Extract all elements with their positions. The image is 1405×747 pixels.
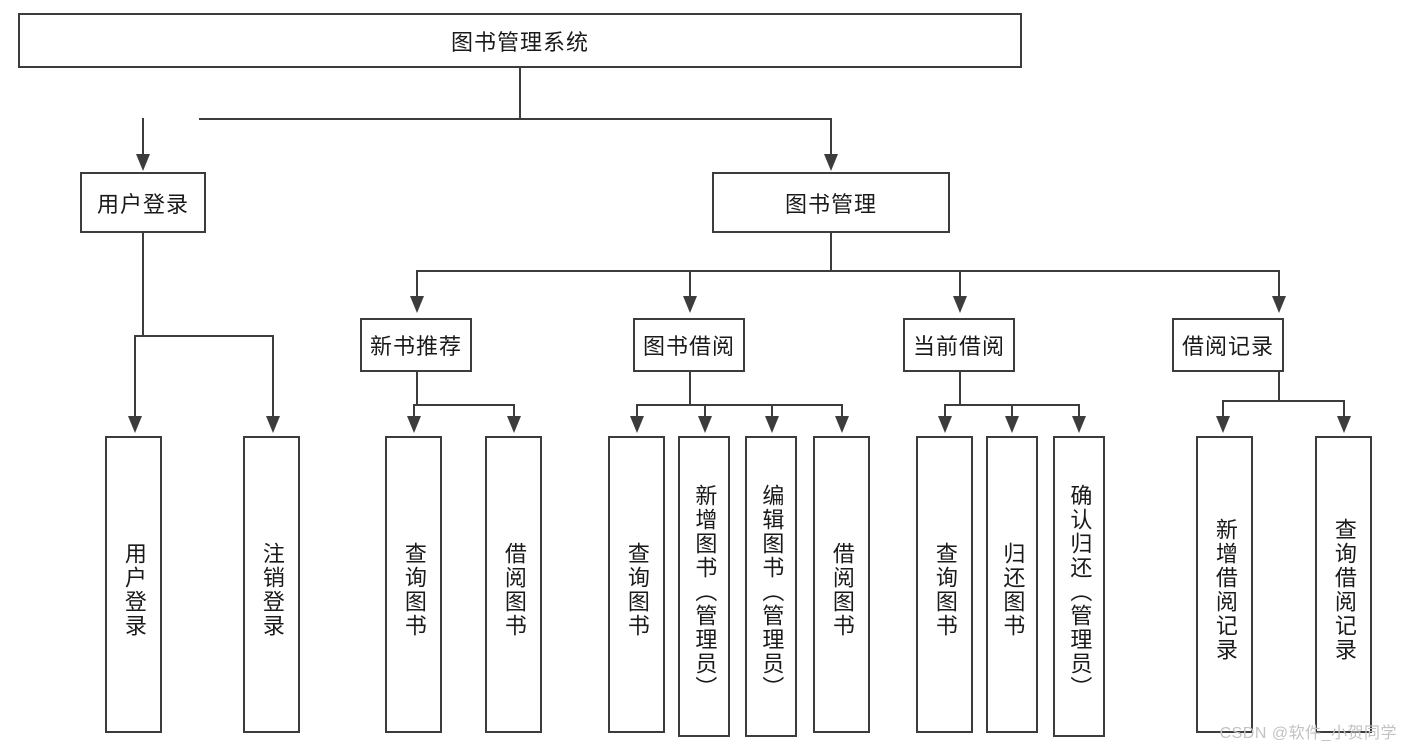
connector-br-drop-1 bbox=[1222, 400, 1224, 418]
node-leaf-add-book[interactable]: 新增图书（管理员） bbox=[678, 436, 730, 737]
arrowhead-leaf-borrow-book-1 bbox=[507, 416, 521, 433]
connector-root-elbow-left bbox=[199, 118, 201, 120]
connector-bb-drop-3 bbox=[771, 404, 773, 418]
node-label: 新书推荐 bbox=[369, 334, 462, 359]
node-leaf-add-record[interactable]: 新增借阅记录 bbox=[1196, 436, 1253, 733]
node-leaf-user-login[interactable]: 用户登录 bbox=[105, 436, 162, 733]
node-label: 归还图书 bbox=[1000, 541, 1026, 638]
node-label: 用户登录 bbox=[121, 541, 147, 638]
node-label: 新增图书（管理员） bbox=[692, 483, 718, 700]
connector-cb-drop-1 bbox=[944, 404, 946, 418]
arrowhead-book-management bbox=[824, 154, 838, 171]
csdn-watermark: CSDN @软件_小贺同学 bbox=[1219, 725, 1397, 742]
node-label: 用户登录 bbox=[96, 191, 189, 217]
connector-user-login-drop-1 bbox=[134, 335, 136, 419]
node-leaf-query-book-2[interactable]: 查询图书 bbox=[608, 436, 665, 733]
arrowhead-leaf-edit-book bbox=[765, 416, 779, 433]
arrowhead-leaf-add-record bbox=[1216, 416, 1230, 433]
connector-cb-stem bbox=[959, 372, 961, 404]
node-leaf-confirm-return[interactable]: 确认归还（管理员） bbox=[1053, 436, 1105, 737]
connector-user-login-drop-2 bbox=[272, 335, 274, 419]
arrowhead-book-borrow bbox=[683, 296, 697, 313]
arrowhead-leaf-query-record bbox=[1337, 416, 1351, 433]
node-label: 借阅记录 bbox=[1181, 334, 1274, 359]
connector-root-bus bbox=[199, 118, 831, 120]
connector-nbr-drop-1 bbox=[413, 404, 415, 418]
arrowhead-leaf-confirm-return bbox=[1072, 416, 1086, 433]
connector-bb-bus bbox=[636, 404, 842, 406]
node-new-book-recommend[interactable]: 新书推荐 bbox=[360, 318, 472, 372]
connector-bm-drop-3 bbox=[959, 270, 961, 298]
arrowhead-leaf-return-book bbox=[1005, 416, 1019, 433]
node-label: 查询借阅记录 bbox=[1331, 517, 1357, 662]
node-label: 查询图书 bbox=[932, 541, 958, 638]
arrowhead-leaf-user-login bbox=[128, 416, 142, 433]
arrowhead-user-login bbox=[136, 154, 150, 171]
connector-book-management-stem bbox=[830, 233, 832, 270]
node-leaf-edit-book[interactable]: 编辑图书（管理员） bbox=[745, 436, 797, 737]
node-leaf-borrow-book-1[interactable]: 借阅图书 bbox=[485, 436, 542, 733]
connector-bm-drop-4 bbox=[1278, 270, 1280, 298]
connector-bb-drop-2 bbox=[704, 404, 706, 418]
node-leaf-borrow-book-2[interactable]: 借阅图书 bbox=[813, 436, 870, 733]
arrowhead-leaf-query-book-1 bbox=[407, 416, 421, 433]
node-user-login[interactable]: 用户登录 bbox=[80, 172, 206, 233]
node-label: 借阅图书 bbox=[501, 541, 527, 638]
node-leaf-logout[interactable]: 注销登录 bbox=[243, 436, 300, 733]
connector-book-management-bus bbox=[416, 270, 1280, 272]
connector-bb-drop-4 bbox=[841, 404, 843, 418]
node-label: 查询图书 bbox=[624, 541, 650, 638]
connector-br-stem bbox=[1278, 372, 1280, 400]
node-label: 确认归还（管理员） bbox=[1067, 483, 1093, 700]
node-book-management[interactable]: 图书管理 bbox=[712, 172, 950, 233]
node-leaf-query-record[interactable]: 查询借阅记录 bbox=[1315, 436, 1372, 733]
node-label: 新增借阅记录 bbox=[1212, 517, 1238, 662]
arrowhead-leaf-add-book bbox=[698, 416, 712, 433]
arrowhead-current-borrow bbox=[953, 296, 967, 313]
node-label: 编辑图书（管理员） bbox=[759, 483, 785, 700]
arrowhead-leaf-query-book-2 bbox=[630, 416, 644, 433]
connector-cb-drop-2 bbox=[1011, 404, 1013, 418]
connector-nbr-drop-2 bbox=[513, 404, 515, 418]
arrowhead-leaf-borrow-book-2 bbox=[835, 416, 849, 433]
node-borrow-record[interactable]: 借阅记录 bbox=[1172, 318, 1284, 372]
node-current-borrow[interactable]: 当前借阅 bbox=[903, 318, 1015, 372]
arrowhead-borrow-record bbox=[1272, 296, 1286, 313]
connector-br-bus bbox=[1222, 400, 1344, 402]
node-label: 图书管理 bbox=[784, 191, 877, 217]
connector-user-login-bus bbox=[134, 335, 274, 337]
connector-bm-drop-1 bbox=[416, 270, 418, 298]
connector-user-login-stem bbox=[142, 233, 144, 335]
node-label: 借阅图书 bbox=[829, 541, 855, 638]
node-label: 注销登录 bbox=[259, 541, 285, 638]
arrowhead-new-book-recommend bbox=[410, 296, 424, 313]
connector-bb-drop-1 bbox=[636, 404, 638, 418]
connector-br-drop-2 bbox=[1343, 400, 1345, 418]
connector-nbr-stem bbox=[416, 372, 418, 404]
connector-bb-stem bbox=[689, 372, 691, 404]
node-book-borrow[interactable]: 图书借阅 bbox=[633, 318, 745, 372]
connector-nbr-bus bbox=[413, 404, 514, 406]
connector-root-stem bbox=[519, 68, 521, 118]
node-label: 查询图书 bbox=[401, 541, 427, 638]
arrowhead-leaf-query-book-3 bbox=[938, 416, 952, 433]
node-label: 当前借阅 bbox=[912, 334, 1005, 359]
connector-root-to-user-login bbox=[142, 118, 144, 156]
node-leaf-query-book-1[interactable]: 查询图书 bbox=[385, 436, 442, 733]
node-root[interactable]: 图书管理系统 bbox=[18, 13, 1022, 68]
node-leaf-return-book[interactable]: 归还图书 bbox=[986, 436, 1038, 733]
node-label: 图书管理系统 bbox=[450, 29, 589, 55]
node-label: 图书借阅 bbox=[642, 334, 735, 359]
connector-cb-drop-3 bbox=[1078, 404, 1080, 418]
node-leaf-query-book-3[interactable]: 查询图书 bbox=[916, 436, 973, 733]
arrowhead-leaf-logout bbox=[266, 416, 280, 433]
connector-bm-drop-2 bbox=[689, 270, 691, 298]
connector-root-to-book-management bbox=[830, 118, 832, 156]
